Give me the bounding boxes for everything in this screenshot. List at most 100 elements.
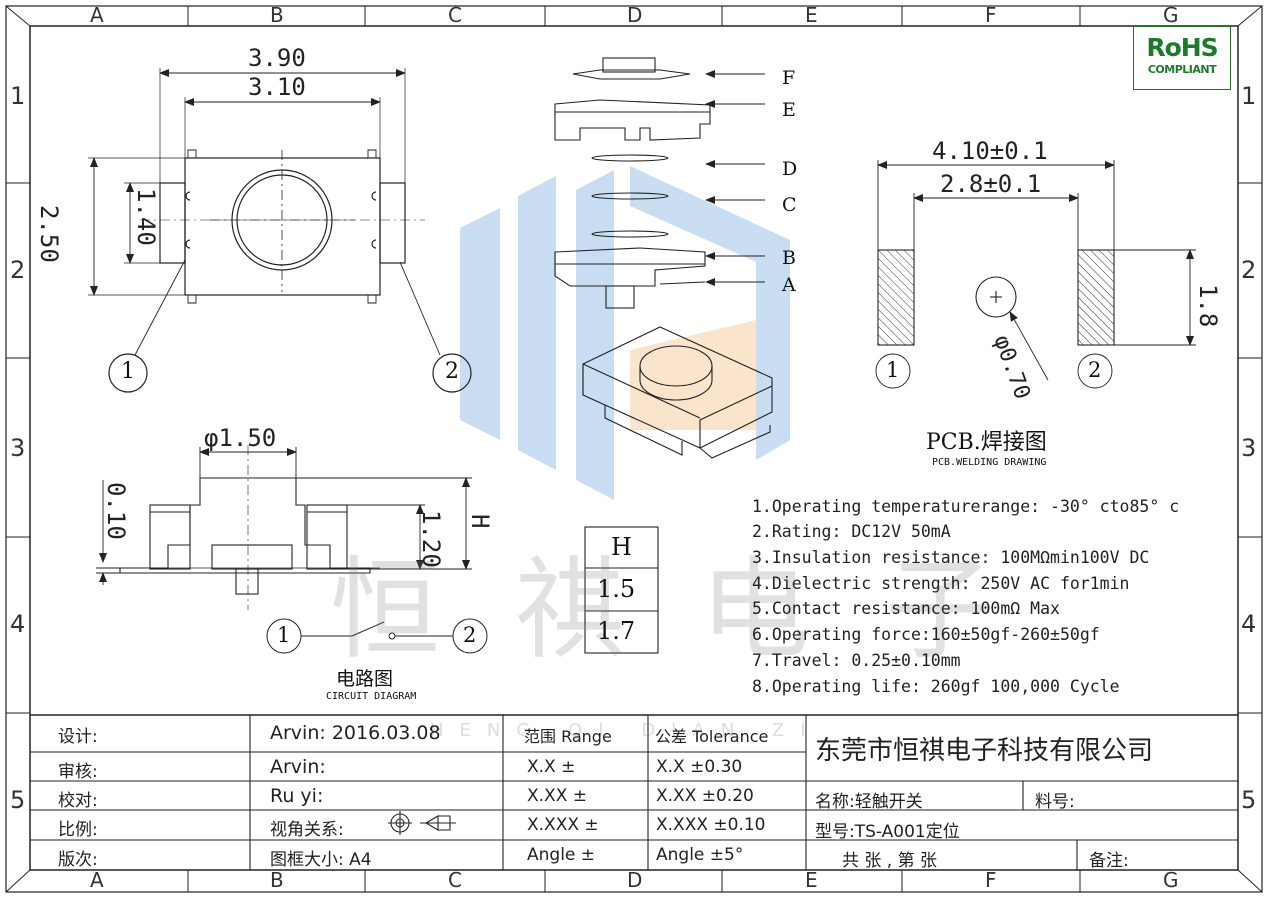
tb-range-header: 范围 Range [524,727,612,746]
side-dim-body: 1.20 [417,510,445,568]
h-table-value-1: 1.5 [597,575,636,603]
tb-label-design: 设计: [58,727,98,747]
grid-row-3-right: 3 [1241,434,1257,462]
spec-line-5: 5.Contact resistance: 100mΩ Max [752,599,1060,618]
tb-material-no: 料号: [1035,792,1075,812]
grid-col-e-bottom: E [805,868,818,892]
dim-body-height: 2.50 [35,205,63,263]
part-label-e: E [782,99,796,121]
watermark-logo [460,166,790,500]
grid-col-c-bottom: C [448,868,462,892]
grid-col-e-top: E [805,3,818,27]
tb-range-4: Angle ± [527,845,596,865]
tb-model: 型号:TS-A001定位 [815,822,960,842]
sheet-frame [5,5,1263,893]
title-block [30,714,1238,870]
tb-remark: 备注: [1089,851,1129,871]
h-table-header: H [611,533,632,561]
circuit-subtitle: CIRCUIT DIAGRAM [326,691,417,702]
side-dim-total: H [466,514,494,529]
spec-line-7: 7.Travel: 0.25±0.10mm [752,651,961,670]
tb-label-review: 审核: [58,762,98,782]
pcb-callout-1: 1 [886,358,900,382]
tb-range-3: X.XXX ± [527,815,599,835]
dim-pin-height: 1.40 [132,188,160,246]
grid-col-a-bottom: A [90,868,104,892]
tb-label-version: 版次: [58,850,98,870]
watermark-faint: HENG QI DIAN ZI [430,720,822,741]
side-view [96,445,472,610]
pcb-dim-pad-height: 1.8 [1194,284,1222,328]
tb-tol-3: X.XXX ±0.10 [656,815,766,835]
circuit-title: 电路图 [336,668,394,690]
grid-col-b-top: B [270,3,284,27]
part-label-f: F [782,67,796,89]
callout-2-top: 2 [445,359,459,384]
tb-tol-1: X.X ±0.30 [656,757,743,777]
pcb-title: PCB.焊接图 [926,430,1047,455]
spec-line-2: 2.Rating: DC12V 50mA [752,522,951,541]
grid-row-5-right: 5 [1241,786,1257,814]
rohs-title: RoHS [1146,33,1218,62]
tb-tol-header: 公差 Tolerance [655,727,769,746]
tb-reviewer: Arvin: [270,756,326,778]
tb-tol-2: X.XX ±0.20 [656,786,754,806]
spec-line-8: 8.Operating life: 260gf 100,000 Cycle [752,677,1120,696]
circuit-callout-1: 1 [277,623,291,647]
dim-inner-width: 3.10 [248,73,306,101]
grid-col-d-bottom: D [627,868,643,892]
grid-col-g-bottom: G [1163,868,1179,892]
part-label-c: C [782,194,797,216]
side-dim-top: φ1.50 [204,424,277,452]
rohs-badge: RoHS COMPLIANT [1133,26,1231,90]
circuit-diagram [266,618,488,654]
grid-row-5-left: 5 [10,786,26,814]
grid-col-a-top: A [90,3,104,27]
tb-tol-4: Angle ±5° [656,845,744,865]
grid-col-c-top: C [448,3,462,27]
grid-row-3-left: 3 [10,434,26,462]
callout-1-top: 1 [121,359,135,384]
pcb-subtitle: PCB.WELDING DRAWING [932,457,1047,468]
h-table-value-2: 1.7 [597,617,636,645]
grid-row-2-right: 2 [1241,256,1257,284]
pcb-callout-2: 2 [1088,358,1102,382]
top-view [88,68,472,393]
spec-line-1: 1.Operating temperaturerange: -30° cto85… [752,497,1180,516]
grid-row-1-right: 1 [1241,82,1257,110]
tb-range-2: X.XX ± [527,786,587,806]
tb-company-name: 东莞市恒祺电子科技有限公司 [815,736,1154,766]
pcb-dim-outer: 4.10±0.1 [932,137,1048,165]
grid-col-g-top: G [1163,3,1179,27]
watermark-text: 恒 祺 电 子 [330,546,1015,674]
grid-col-b-bottom: B [270,868,284,892]
grid-col-f-bottom: F [985,868,997,892]
tb-label-scale: 比例: [58,820,98,840]
spec-line-3: 3.Insulation resistance: 100MΩmin100V DC [752,548,1150,567]
tb-sheets: 共 张 , 第 张 [842,851,938,871]
part-label-a: A [782,274,796,296]
tb-frame-size: 图框大小: A4 [270,850,372,870]
grid-col-f-top: F [985,3,997,27]
spec-line-4: 4.Dielectric strength: 250V AC for1min [752,574,1130,593]
tb-projection: 视角关系: [270,820,344,840]
tb-range-1: X.X ± [527,757,576,777]
pcb-dim-inner: 2.8±0.1 [940,170,1042,198]
circuit-callout-2: 2 [463,623,477,647]
tb-designer: Arvin: 2016.03.08 [270,722,441,744]
tb-checker: Ru yi: [270,785,324,807]
spec-line-6: 6.Operating force:160±50gf-260±50gf [752,625,1100,644]
exploded-view [554,57,773,459]
part-label-d: D [782,158,798,180]
side-dim-thickness: 0.10 [102,482,130,540]
rohs-subtitle: COMPLIANT [1147,63,1217,76]
grid-row-4-right: 4 [1241,610,1257,638]
grid-col-d-top: D [627,3,643,27]
tb-part-name: 名称:轻触开关 [815,792,923,812]
grid-row-2-left: 2 [10,256,26,284]
h-table [584,526,659,654]
tb-label-check: 校对: [58,791,98,811]
grid-row-1-left: 1 [10,82,26,110]
dim-outer-width: 3.90 [248,44,306,72]
